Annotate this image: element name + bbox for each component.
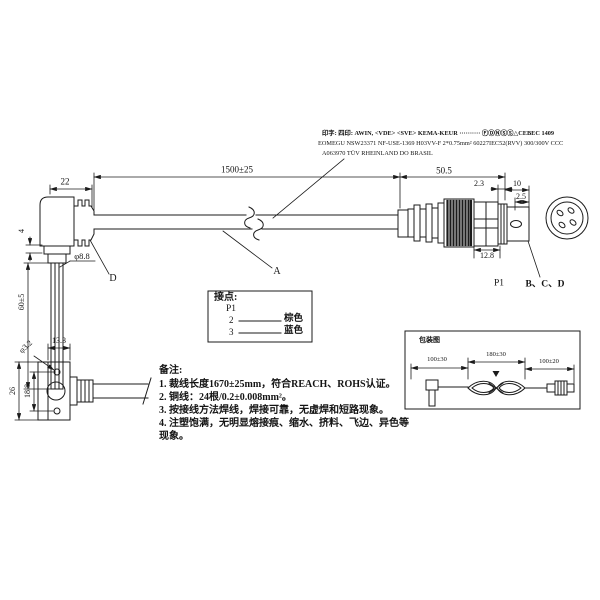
print-marking-line2: EOMEGU NSW23371 NF-USE-1369 H03VV-F 2*0.… (318, 140, 564, 147)
connector-face-view (545, 196, 589, 240)
right-connector-outline (397, 198, 530, 248)
callout-face-bcd: B、C、D (525, 279, 565, 290)
note-item-1: 1. 裁线长度1670±25mm，符合REACH、ROHS认证。 (159, 379, 396, 390)
detail-dim-hole-pitch: 18.8 (23, 384, 32, 398)
wire-color-blue: 蓝色 (284, 326, 304, 336)
detail-dim-height: 26 (8, 387, 17, 395)
wiring-table-title: 接点: (214, 292, 238, 303)
print-marking-line3: A063970 TÜV RHEINLAND DO BRASIL (322, 150, 433, 157)
dim-plug-diameter: φ8.8 (74, 250, 90, 261)
note-item-2: 2. 铜线：24根/0.2±0.008mm²。 (159, 392, 292, 403)
wiring-pin-3: 3 (229, 327, 234, 337)
detail-plug-view (37, 361, 152, 421)
dim-lip: 4 (17, 229, 26, 233)
notes-title: 备注: (159, 365, 183, 376)
grip-ribs (446, 199, 473, 247)
package-dim-right: 100±20 (539, 357, 559, 365)
dim-rear-length: 10 (513, 179, 521, 188)
wiring-table-box (207, 290, 313, 343)
wiring-table-connector: P1 (226, 304, 237, 314)
dim-cable-length: 1500±25 (221, 164, 253, 175)
package-view-box (404, 330, 581, 410)
wire-color-brown: 棕色 (284, 314, 304, 324)
dim-barrel-length: 60±5 (17, 293, 26, 311)
note-item-3: 3. 按接线方法焊线，焊接可靠，无虚焊和短路现象。 (159, 405, 389, 416)
package-dim-middle: 180±30 (486, 350, 506, 358)
note-item-4: 4. 注塑饱满，无明显熔接痕、缩水、挤料、飞边、异色等 (159, 418, 409, 429)
dim-plug-body-width: 22 (60, 176, 70, 187)
left-plug-outline (39, 196, 95, 390)
detail-dim-width: 13.3 (52, 336, 66, 345)
callout-connector-p1: P1 (493, 278, 505, 289)
print-marking-line1: 印字: 四印: AWIN, <VDE> <SVE> KEMA-KEUR ····… (322, 130, 555, 137)
package-dim-left: 100±30 (427, 355, 447, 363)
cable-lines (93, 206, 399, 241)
wiring-pin-2: 2 (229, 315, 234, 325)
dimension-lines (14, 158, 575, 421)
dim-body-length: 12.8 (480, 251, 494, 260)
note-item-4-cont: 现象。 (159, 431, 189, 442)
package-label: 包装图 (419, 336, 440, 344)
callout-plug-d: D (109, 273, 117, 284)
callout-cable-a: A (273, 266, 281, 277)
dim-gap: 2.3 (474, 179, 484, 188)
dim-connector-length: 50.5 (436, 165, 452, 176)
dim-slot-offset: 2.5 (516, 192, 526, 201)
